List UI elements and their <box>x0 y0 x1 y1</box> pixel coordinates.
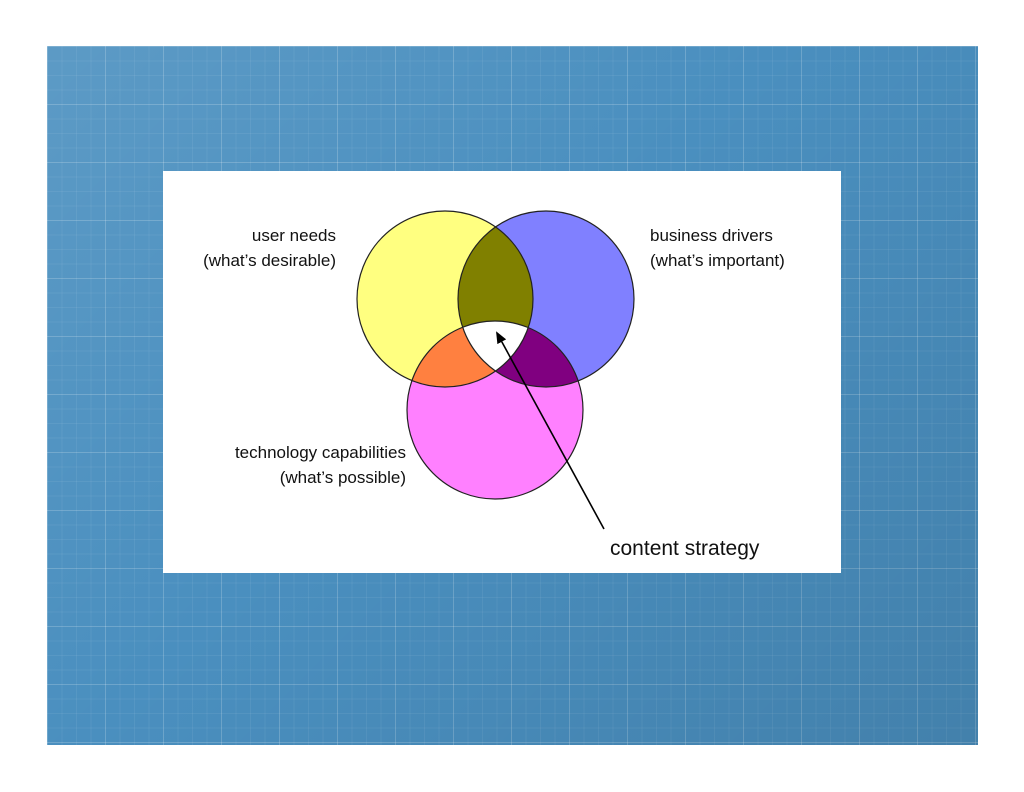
overlap-business-technology <box>458 321 583 387</box>
circle-outlines <box>356 210 635 500</box>
label-technology-capabilities-subtitle: (what’s possible) <box>279 468 406 487</box>
venn-diagram <box>356 210 635 530</box>
overlap-user-technology <box>407 321 533 387</box>
label-user-needs-title: user needs <box>251 226 336 245</box>
label-user-needs-subtitle: (what’s desirable) <box>203 251 336 270</box>
label-technology-capabilities: technology capabilities (what’s possible… <box>235 440 406 490</box>
label-user-needs: user needs (what’s desirable) <box>203 223 336 273</box>
label-business-drivers: business drivers (what’s important) <box>650 223 785 273</box>
label-business-drivers-title: business drivers <box>650 226 773 245</box>
venn-panel: user needs (what’s desirable) business d… <box>163 171 841 573</box>
label-content-strategy: content strategy <box>610 537 760 560</box>
label-technology-capabilities-title: technology capabilities <box>234 443 406 462</box>
label-business-drivers-subtitle: (what’s important) <box>650 251 785 270</box>
content-strategy-arrow <box>496 331 605 530</box>
